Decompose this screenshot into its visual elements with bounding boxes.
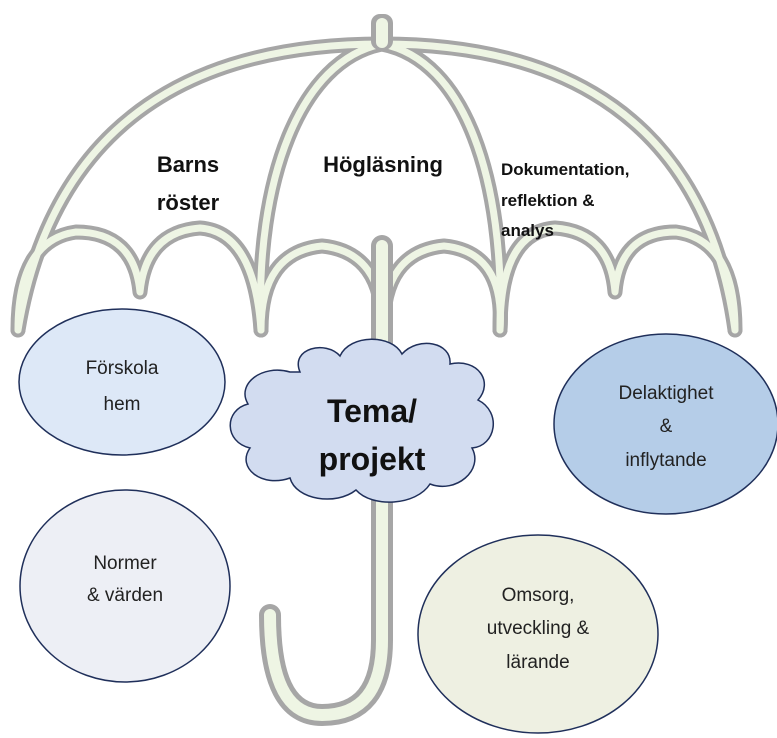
section-label-line: analys: [501, 221, 554, 240]
cloud-label-line: projekt: [319, 441, 426, 477]
cloud-label-line: Tema/: [327, 393, 417, 429]
section-dokumentation: Dokumentation, reflektion & analys: [501, 160, 629, 240]
bubble-label-line: & värden: [87, 585, 163, 606]
section-label-line: Högläsning: [323, 152, 443, 177]
bubble-label-line: lärande: [506, 652, 569, 673]
umbrella-handle: [259, 235, 393, 727]
section-label-line: röster: [157, 190, 220, 215]
bubble-label-line: &: [660, 416, 673, 437]
bubble-label-line: Normer: [93, 553, 157, 574]
bubble-label-line: Delaktighet: [618, 383, 714, 404]
cloud-tema-projekt: Tema/ projekt: [229, 338, 494, 503]
bubble-label-line: Omsorg,: [502, 585, 575, 606]
bubble-label-line: inflytande: [625, 450, 706, 471]
umbrella-canopy: [10, 36, 743, 338]
section-label-line: reflektion &: [501, 191, 595, 210]
bubble-label-line: hem: [104, 394, 141, 415]
section-label-line: Dokumentation,: [501, 160, 629, 179]
bubble-omsorg: Omsorg, utveckling & lärande: [417, 534, 659, 734]
section-label-line: Barns: [157, 152, 219, 177]
bubble-normer-varden: Normer & värden: [19, 489, 231, 683]
umbrella-tip: [371, 14, 393, 50]
bubble-label-line: utveckling &: [487, 618, 590, 639]
bubble-forskola-hem: Förskola hem: [18, 308, 226, 456]
bubble-label-line: Förskola: [86, 358, 159, 379]
section-barns-roster: Barns röster: [157, 152, 220, 215]
bubble-delaktighet: Delaktighet & inflytande: [553, 333, 777, 515]
section-hoglasning: Högläsning: [323, 152, 443, 177]
